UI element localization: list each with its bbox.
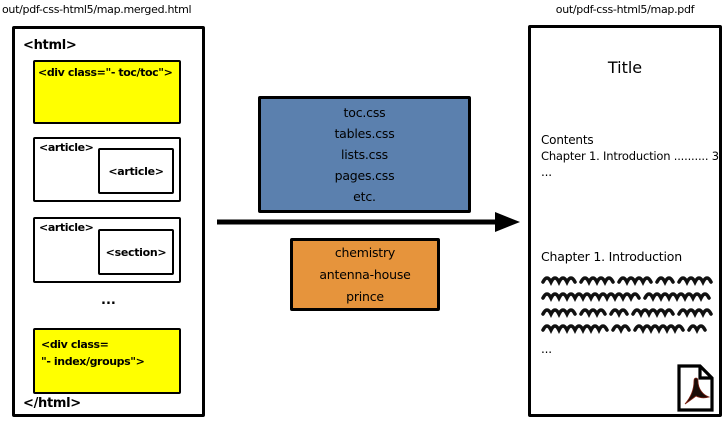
- nested-article-label: <article>: [108, 164, 164, 178]
- article-2-label: <article>: [39, 221, 94, 234]
- pdf-page-box: Title Contents Chapter 1. Introduction .…: [528, 25, 722, 417]
- adobe-pdf-file-icon: [677, 364, 714, 412]
- index-div-label-line1: <div class=: [41, 338, 109, 351]
- toc-div-box: <div class="- toc/toc">: [33, 60, 181, 124]
- html-close-tag: </html>: [23, 396, 81, 411]
- toc-div-label: <div class="- toc/toc">: [38, 66, 173, 79]
- nested-section-label: <section>: [105, 245, 167, 259]
- article-1-label: <article>: [39, 141, 94, 154]
- css-files-box: toc.css tables.css lists.css pages.css e…: [258, 96, 471, 213]
- css-file-item: lists.css: [341, 147, 388, 162]
- right-arrow-icon: [217, 212, 520, 232]
- nested-section-box: <section>: [98, 229, 174, 275]
- formatter-item: antenna-house: [319, 266, 411, 282]
- contents-heading: Contents: [541, 133, 594, 147]
- contents-more-ellipsis: ...: [541, 165, 552, 179]
- contents-entry: Chapter 1. Introduction .......... 3: [541, 149, 719, 163]
- index-div-box: <div class= "- index/groups">: [33, 328, 181, 394]
- formatter-item: chemistry: [334, 244, 396, 260]
- css-file-item: etc.: [353, 189, 376, 204]
- css-file-item: tables.css: [334, 126, 395, 141]
- source-html-box: <html> <div class="- toc/toc"> <article>…: [12, 26, 205, 417]
- article-box-2: <article> <section>: [33, 217, 181, 283]
- source-file-title: out/pdf-css-html5/map.merged.html: [2, 3, 192, 16]
- css-file-item: toc.css: [343, 105, 386, 120]
- formatter-item: prince: [346, 288, 384, 304]
- index-div-label-line2: "- index/groups">: [41, 355, 145, 369]
- output-file-title: out/pdf-css-html5/map.pdf: [555, 3, 695, 16]
- body-more-ellipsis: ...: [541, 342, 552, 356]
- chapter-heading: Chapter 1. Introduction: [541, 249, 682, 264]
- css-file-item: pages.css: [334, 168, 395, 183]
- formatters-box: chemistry antenna-house prince: [290, 238, 440, 311]
- html-open-tag: <html>: [23, 38, 77, 53]
- pdf-page-title: Title: [607, 58, 643, 77]
- source-ellipsis: ...: [101, 293, 116, 308]
- scribble-svg: [541, 276, 713, 335]
- pdf-contents-block: Contents Chapter 1. Introduction .......…: [541, 132, 719, 180]
- article-box-1: <article> <article>: [33, 137, 181, 202]
- nested-article-box: <article>: [98, 148, 174, 194]
